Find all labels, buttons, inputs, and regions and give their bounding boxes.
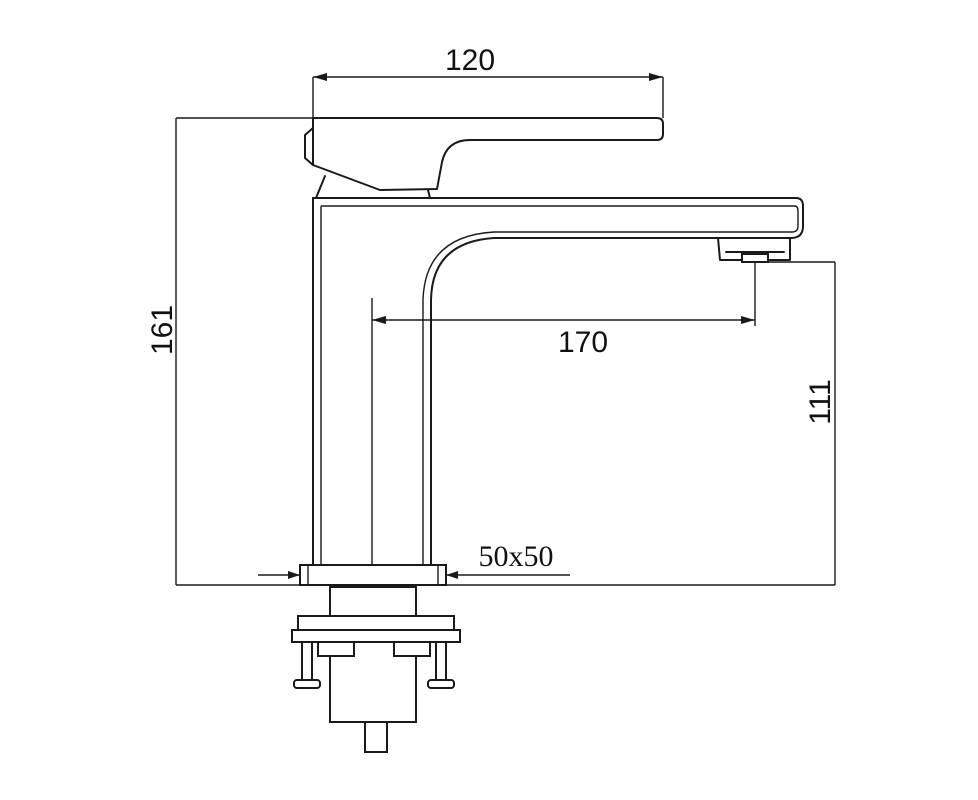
dimension-base-size xyxy=(258,571,570,579)
dimension-spout-height xyxy=(446,261,836,586)
faucet-body xyxy=(312,197,804,566)
mounting-assembly xyxy=(291,586,461,753)
spout-aerator xyxy=(717,237,791,263)
dimension-label-total-height: 161 xyxy=(146,305,179,355)
dimension-total-height xyxy=(175,117,313,586)
dimension-label-handle-width: 120 xyxy=(445,44,495,77)
dimension-label-base-size: 50x50 xyxy=(479,540,554,573)
dimension-label-spout-reach: 170 xyxy=(558,326,608,359)
faucet-base-plate xyxy=(299,564,447,586)
dimension-handle-width xyxy=(312,73,664,118)
dimension-label-spout-height: 111 xyxy=(804,379,837,425)
faucet-handle xyxy=(304,117,664,199)
dimension-spout-reach xyxy=(371,262,756,565)
